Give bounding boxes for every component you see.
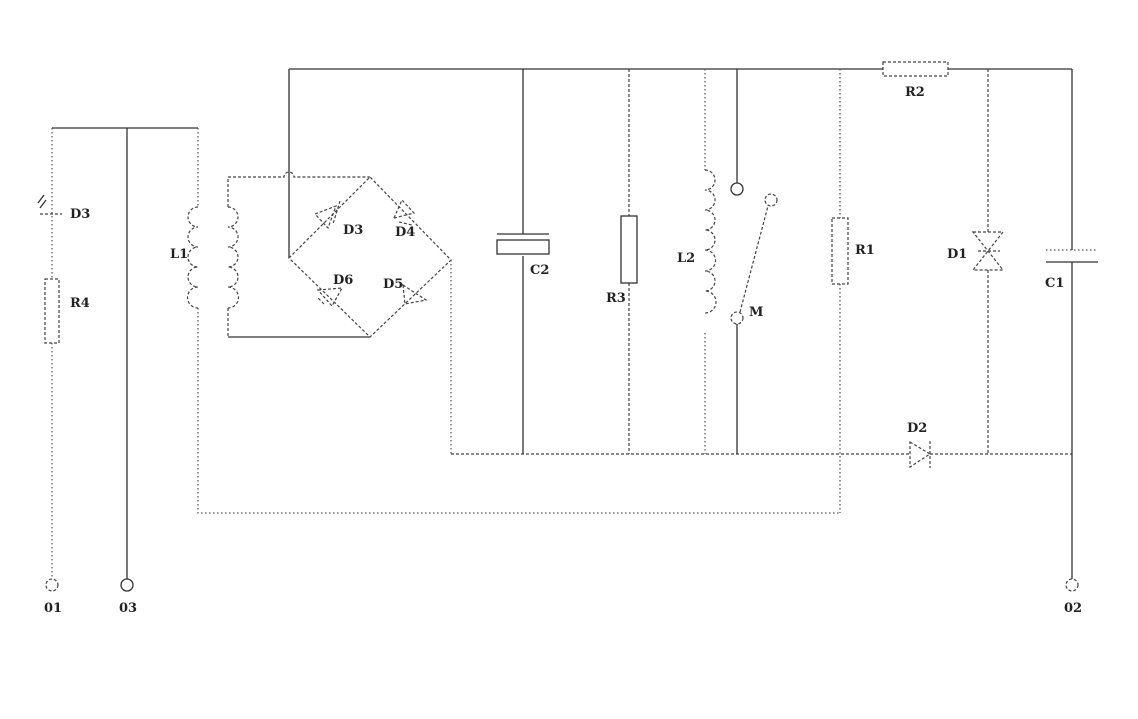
label-switch-m: M	[749, 305, 763, 320]
label-led-d3: D3	[70, 207, 90, 222]
led-d3-icon	[37, 194, 62, 215]
resistor-r4	[44, 278, 60, 344]
terminal-03[interactable]	[120, 578, 134, 592]
label-r3: R3	[606, 291, 626, 306]
label-l2: L2	[677, 251, 695, 266]
label-01: 01	[44, 601, 62, 616]
resistor-r1	[831, 217, 849, 285]
l1-primary-coil-icon	[186, 206, 199, 309]
diode-d3-icon	[313, 200, 341, 230]
diode-d4-icon	[392, 198, 416, 226]
label-l1: L1	[170, 247, 188, 262]
switch-contact-top	[730, 182, 744, 196]
label-r1: R1	[855, 243, 875, 258]
terminal-02[interactable]	[1065, 578, 1079, 592]
terminal-01[interactable]	[45, 578, 59, 592]
resistor-r2	[882, 61, 949, 77]
label-r2: R2	[905, 85, 925, 100]
diode-d1-icon	[971, 231, 1005, 271]
label-d1: D1	[947, 247, 967, 262]
label-bridge-d4: D4	[395, 225, 415, 240]
label-r4: R4	[70, 296, 90, 311]
label-bridge-d6: D6	[333, 273, 353, 288]
label-d2: D2	[907, 421, 927, 436]
label-c1: C1	[1045, 276, 1064, 291]
label-02: 02	[1064, 601, 1082, 616]
label-bridge-d3: D3	[343, 223, 363, 238]
switch-contact-bottom	[730, 311, 744, 325]
secondary-wire	[227, 171, 370, 337]
bridge-edges	[288, 176, 452, 338]
diode-d6-icon	[316, 287, 344, 308]
resistor-r3	[620, 215, 638, 284]
label-bridge-d5: D5	[383, 277, 403, 292]
l2-coil-icon	[704, 169, 717, 314]
capacitor-c2	[496, 239, 550, 255]
label-03: 03	[119, 601, 137, 616]
switch-contact-fixed	[764, 193, 778, 207]
l1-primary-wire	[197, 128, 840, 514]
diode-d2-icon	[909, 440, 932, 469]
l1-secondary-coil-icon	[227, 206, 240, 309]
label-c2: C2	[530, 263, 549, 278]
switch-m-blade[interactable]	[739, 205, 769, 313]
